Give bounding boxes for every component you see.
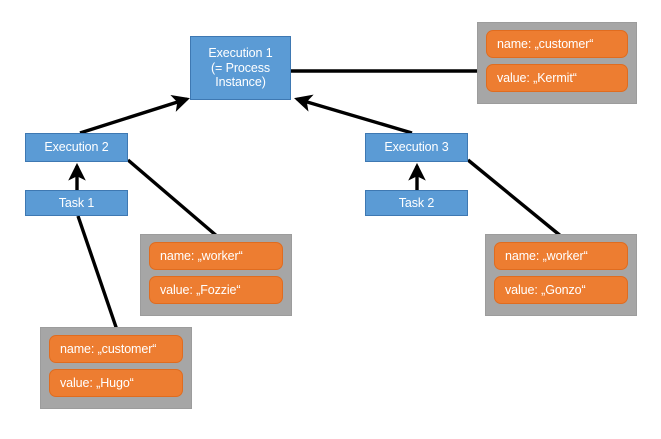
edge-execution-3-to-execution-1 bbox=[294, 94, 413, 135]
node-execution-3-label: Execution 3 bbox=[384, 140, 449, 155]
node-task-1[interactable]: Task 1 bbox=[25, 190, 128, 216]
variable-group-task-1: name: „customer“ value: „Hugo“ bbox=[40, 327, 192, 409]
edge-execution-2-to-vars bbox=[126, 158, 220, 239]
variable-name-pill: name: „worker“ bbox=[494, 242, 628, 270]
variable-group-execution-1: name: „customer“ value: „Kermit“ bbox=[477, 22, 637, 104]
node-execution-3[interactable]: Execution 3 bbox=[365, 133, 468, 162]
node-execution-1-line-2: (= Process bbox=[210, 60, 271, 75]
node-task-2[interactable]: Task 2 bbox=[365, 190, 468, 216]
node-execution-1-line-3: Instance) bbox=[215, 75, 266, 90]
node-execution-2[interactable]: Execution 2 bbox=[25, 133, 128, 162]
variable-name-pill: name: „worker“ bbox=[149, 242, 283, 270]
node-task-1-label: Task 1 bbox=[58, 195, 95, 210]
node-execution-1[interactable]: Execution 1 (= Process Instance) bbox=[190, 36, 291, 100]
variable-value-pill: value: „Fozzie“ bbox=[149, 276, 283, 304]
node-task-2-label: Task 2 bbox=[398, 195, 435, 210]
edge-execution-3-to-vars bbox=[466, 158, 564, 239]
node-execution-2-label: Execution 2 bbox=[44, 140, 109, 155]
variable-value-pill: value: „Gonzo“ bbox=[494, 276, 628, 304]
variable-group-execution-2: name: „worker“ value: „Fozzie“ bbox=[140, 234, 292, 316]
variable-value-pill: value: „Hugo“ bbox=[49, 369, 183, 397]
variable-name-pill: name: „customer“ bbox=[486, 30, 628, 58]
node-execution-1-line-1: Execution 1 bbox=[208, 45, 273, 60]
edge-task-1-to-vars bbox=[76, 215, 119, 331]
variable-name-pill: name: „customer“ bbox=[49, 335, 183, 363]
variable-value-pill: value: „Kermit“ bbox=[486, 64, 628, 92]
variable-group-execution-3: name: „worker“ value: „Gonzo“ bbox=[485, 234, 637, 316]
edge-execution-2-to-execution-1 bbox=[79, 95, 190, 135]
